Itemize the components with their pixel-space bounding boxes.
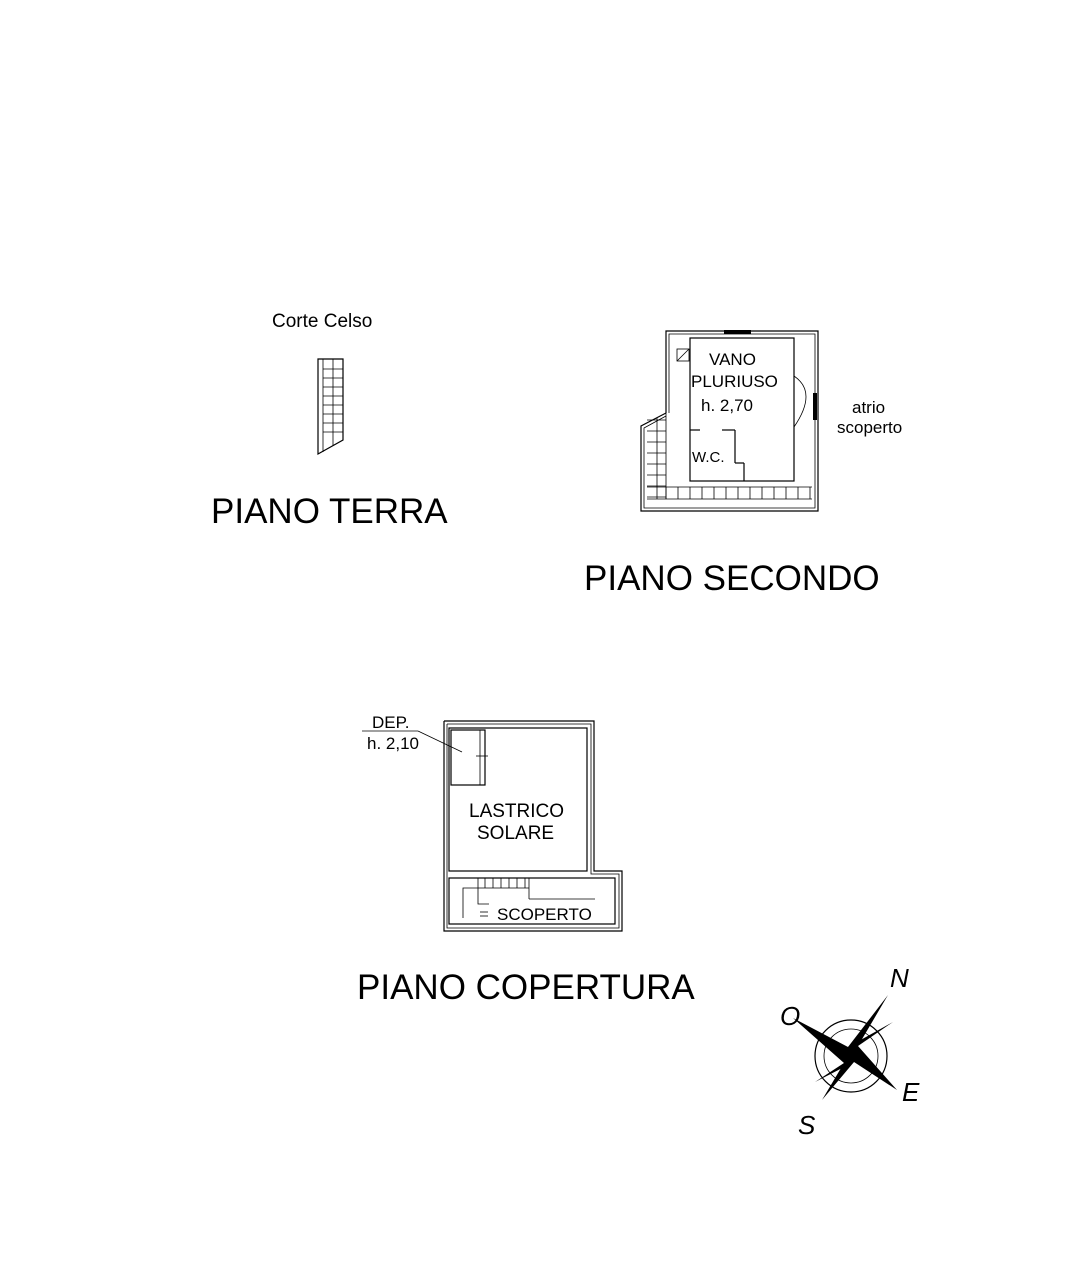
piano-secondo-flue xyxy=(676,348,690,362)
courtyard-label: Corte Celso xyxy=(272,311,372,332)
piano-secondo-top-window xyxy=(724,330,751,334)
deposit-label: DEP. xyxy=(372,713,410,732)
atrio-label-line1: atrio xyxy=(852,398,885,417)
piano-secondo-door-atrio xyxy=(793,375,817,428)
scoperto-area xyxy=(448,877,616,925)
terrace-label-line1: LASTRICO xyxy=(469,801,564,822)
scoperto-label: SCOPERTO xyxy=(497,905,592,924)
piano-copertura-title: PIANO COPERTURA xyxy=(357,968,695,1007)
piano-terra-title: PIANO TERRA xyxy=(211,492,448,531)
compass-south-label: S xyxy=(798,1110,816,1140)
piano-copertura-stair xyxy=(462,878,529,918)
compass-star xyxy=(793,995,897,1100)
piano-secondo-stair-grid xyxy=(647,413,812,500)
terrace-label-line2: SOLARE xyxy=(477,823,554,844)
room-name-line2: PLURIUSO xyxy=(691,372,778,391)
deposit-height: h. 2,10 xyxy=(367,734,419,753)
piano-secondo-wc-walls xyxy=(690,429,745,481)
piano-secondo-outer-walls xyxy=(640,330,819,512)
room-height: h. 2,70 xyxy=(701,396,753,415)
piano-copertura-outer-walls xyxy=(443,720,623,932)
lastrico-solare-area xyxy=(448,727,588,872)
atrio-label-line2: scoperto xyxy=(837,418,902,437)
piano-secondo-group: VANO PLURIUSO h. 2,70 W.C. atrio scopert… xyxy=(584,330,902,598)
piano-secondo-title: PIANO SECONDO xyxy=(584,559,880,598)
compass-north-label: N xyxy=(890,963,909,993)
deposit-room xyxy=(450,729,486,786)
piano-terra-staircase xyxy=(317,358,344,456)
compass-rose: N E S O xyxy=(780,963,920,1140)
piano-copertura-group: DEP. h. 2,10 LASTRICO SOLARE SCOPERTO PI… xyxy=(357,713,695,1007)
compass-west-label: O xyxy=(780,1001,800,1031)
compass-east-label: E xyxy=(902,1077,920,1107)
wc-label: W.C. xyxy=(692,449,725,466)
piano-secondo-room-walls xyxy=(689,337,795,482)
room-name-line1: VANO xyxy=(709,350,756,369)
piano-terra-group: Corte Celso PIANO TERRA xyxy=(211,311,448,531)
